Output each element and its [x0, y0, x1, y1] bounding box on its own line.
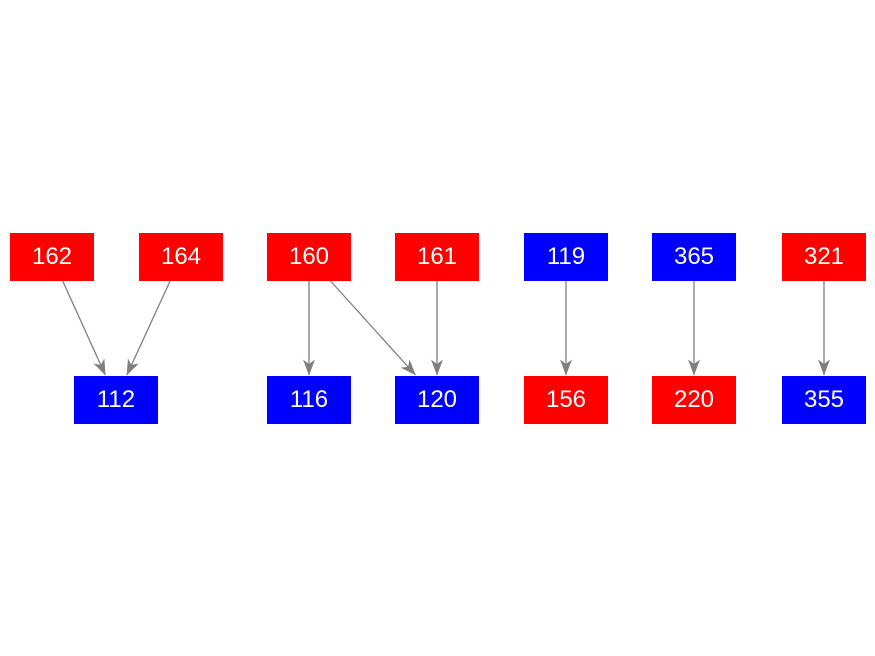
edge-160-120 [330, 280, 416, 376]
edge-162-112 [62, 280, 106, 376]
node-321: 321 [782, 233, 866, 281]
node-161: 161 [395, 233, 479, 281]
node-160: 160 [267, 233, 351, 281]
node-365: 365 [652, 233, 736, 281]
node-112: 112 [74, 376, 158, 424]
node-220: 220 [652, 376, 736, 424]
node-162: 162 [10, 233, 94, 281]
node-164: 164 [139, 233, 223, 281]
node-119: 119 [524, 233, 608, 281]
node-355: 355 [782, 376, 866, 424]
node-156: 156 [524, 376, 608, 424]
node-120: 120 [395, 376, 479, 424]
edge-164-112 [126, 280, 171, 376]
node-116: 116 [267, 376, 351, 424]
